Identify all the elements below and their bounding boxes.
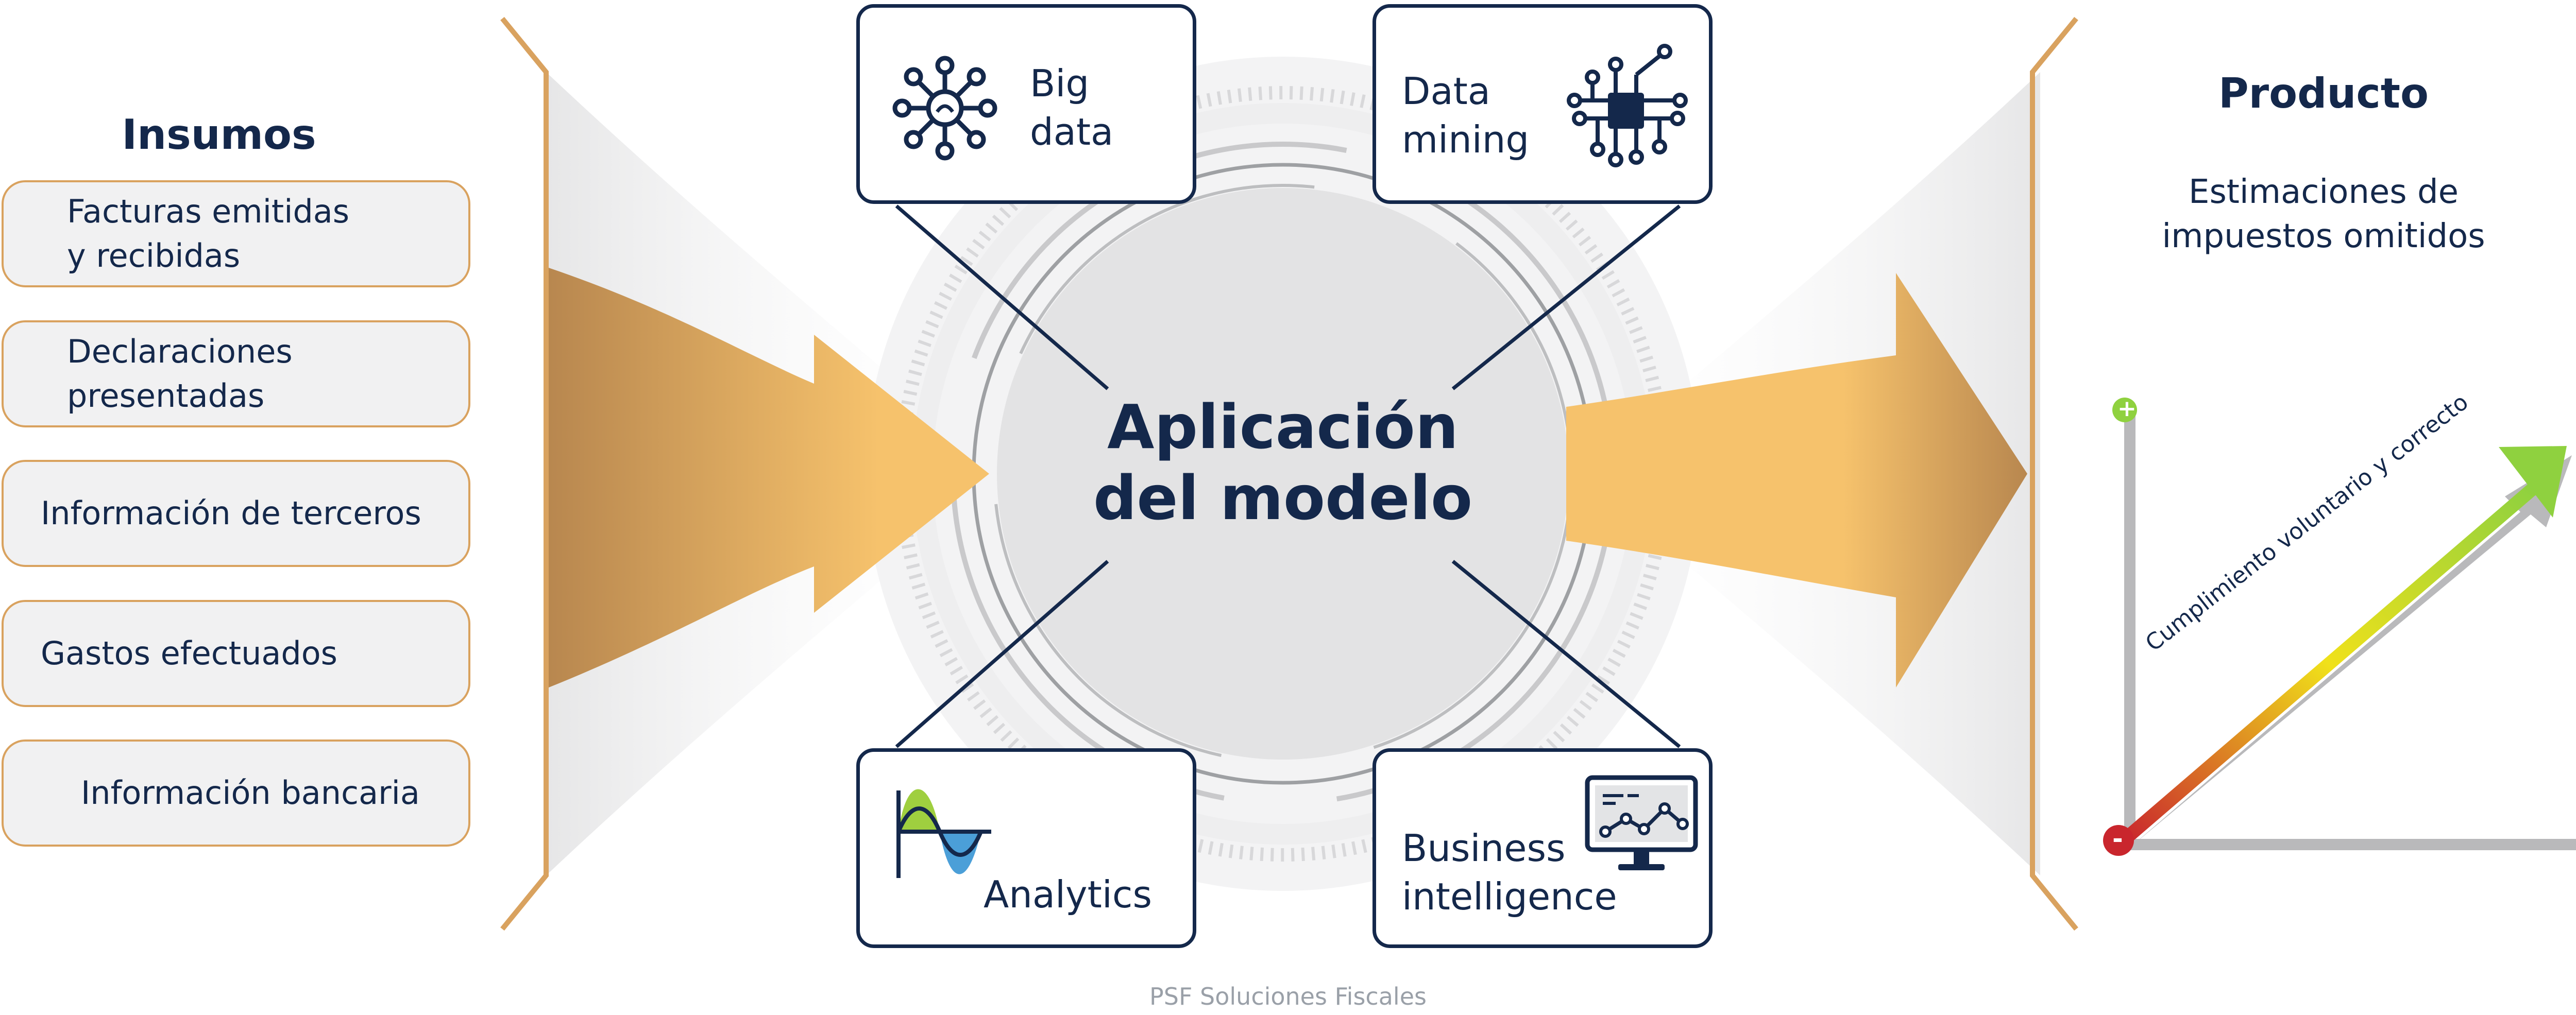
chip-icon (1567, 44, 1688, 167)
input-item-expenses: Gastos efectuados (2, 600, 470, 707)
input-item-label: Facturas emitidas y recibidas (67, 193, 350, 274)
left-bracket (500, 16, 549, 931)
network-icon (892, 56, 997, 161)
input-item-banking: Información bancaria (2, 739, 470, 847)
input-item-label: Declaraciones presentadas (67, 333, 293, 415)
compliance-chart (2103, 398, 2576, 856)
credit-text: PSF Soluciones Fiscales (1149, 983, 1427, 1010)
tool-label: Data mining (1402, 70, 1530, 161)
tool-label: Business intelligence (1402, 827, 1617, 918)
left-arrow (549, 268, 989, 687)
plus-sign-top: + (2117, 395, 2137, 422)
output-title: Producto (2218, 70, 2429, 117)
input-item-declarations: Declaraciones presentadas (2, 320, 470, 427)
tool-label: Analytics (984, 873, 1152, 916)
tool-analytics: Analytics (856, 748, 1196, 948)
plus-top-marker (2112, 398, 2137, 422)
minus-sign-origin: - (2112, 824, 2123, 854)
minus-origin-marker (2103, 825, 2134, 856)
input-item-third-party: Información de terceros (2, 460, 470, 567)
input-item-label: Información bancaria (81, 774, 420, 812)
tool-label: Big data (1030, 62, 1114, 153)
monitor-chart-icon (1585, 775, 1698, 870)
tool-big-data: Big data (856, 4, 1196, 204)
input-item-label: Gastos efectuados (41, 634, 337, 672)
right-arrow (1566, 273, 2027, 687)
tool-business-intelligence: Business intelligence (1372, 748, 1713, 948)
input-item-label: Información de terceros (41, 494, 421, 532)
input-item-invoices: Facturas emitidas y recibidas (2, 180, 470, 287)
right-bracket (2030, 16, 2078, 931)
inputs-title: Insumos (122, 111, 316, 159)
center-title: Aplicación del modelo (1093, 391, 1473, 534)
tool-data-mining: Data mining (1372, 4, 1713, 204)
output-text: Estimaciones de impuestos omitidos (2162, 173, 2485, 255)
wave-chart-icon (896, 789, 991, 878)
